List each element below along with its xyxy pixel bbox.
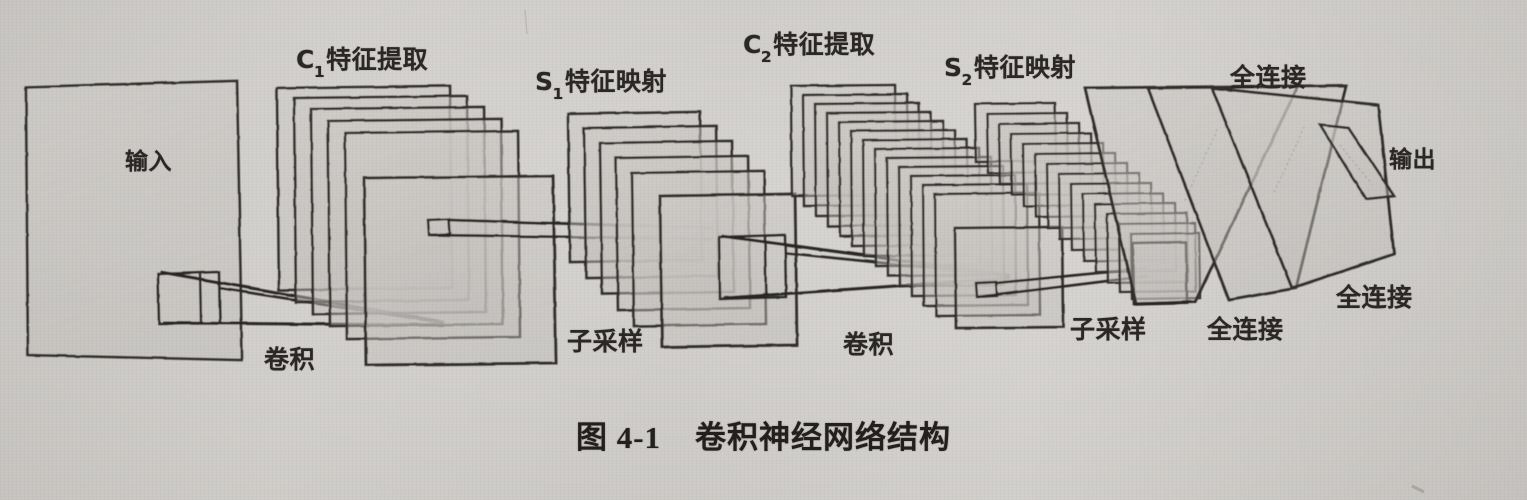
output-strip-texture xyxy=(1339,144,1373,185)
label-output: 输出 xyxy=(1389,147,1436,173)
fully-connected-group xyxy=(1083,84,1397,306)
label-s2-feature-map: S2特征映射 xyxy=(944,53,1076,89)
s1-receptive-field-box xyxy=(717,233,788,301)
output-strip xyxy=(1317,123,1397,201)
fc-base-connector xyxy=(1133,300,1197,306)
label-c2-feature-extraction: C2特征提取 xyxy=(743,30,876,66)
label-s1-feature-map: S1特征映射 xyxy=(535,67,667,103)
label-c1-feature-extraction: C1特征提取 xyxy=(296,45,429,81)
input-plane xyxy=(24,79,244,362)
label-input: 输入 xyxy=(125,149,172,175)
label-fully-connected-top: 全连接 xyxy=(1230,63,1307,92)
label-convolution-2: 卷积 xyxy=(843,330,895,359)
c2-plane-14-front xyxy=(953,225,1065,330)
s1-feature-map-stack xyxy=(566,110,1011,349)
scan-artifacts xyxy=(524,9,1425,494)
input-receptive-field-divider xyxy=(198,272,203,324)
s1-receptive-field-divider xyxy=(763,235,768,299)
figure-number: 图 4-1 xyxy=(575,420,662,455)
c2-feature-map-stack xyxy=(789,83,1149,330)
label-convolution-1: 卷积 xyxy=(264,345,316,374)
label-fully-connected-right: 全连接 xyxy=(1336,283,1413,312)
label-subsample-2: 子采样 xyxy=(1070,315,1147,344)
c1-plane-6-front xyxy=(362,174,558,367)
c2-pooling-window xyxy=(974,280,999,299)
label-fully-connected-middle: 全连接 xyxy=(1207,315,1284,344)
label-subsample-1: 子采样 xyxy=(567,327,644,356)
c1-feature-map-stack xyxy=(275,84,714,367)
s1-plane-6-front xyxy=(658,192,799,349)
figure-caption: 图 4-1 卷积神经网络结构 xyxy=(0,412,1527,457)
figure-title: 卷积神经网络结构 xyxy=(695,420,952,456)
